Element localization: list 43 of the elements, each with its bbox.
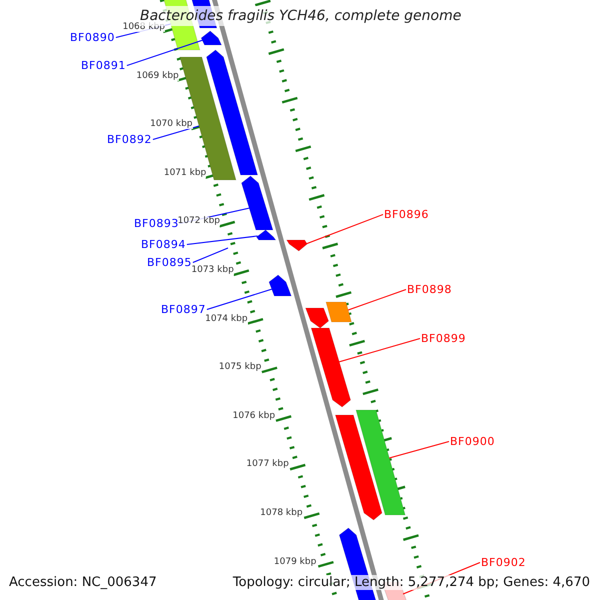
scale-label: 1071 kbp (164, 168, 206, 178)
leader-line (186, 236, 258, 245)
scale-label: 1072 kbp (178, 217, 220, 226)
gene-label: BF0896 (384, 209, 429, 220)
scale-label: 1076 kbp (232, 412, 276, 421)
genome-info-text: Topology: circular; Length: 5,277,274 bp; Genes: 4,670 (232, 575, 590, 590)
leader-line (192, 248, 228, 263)
gene-label: BF0893 (134, 218, 179, 229)
gene-label: BF0898 (407, 284, 452, 295)
leader-line (206, 288, 273, 310)
gene-bar (200, 30, 222, 46)
gene-bar (305, 308, 329, 328)
gene-bar (206, 50, 258, 176)
leader-line (348, 289, 406, 310)
scale-label: 1074 kbp (205, 314, 248, 324)
gene-label: BF0897 (161, 304, 206, 315)
leader-line (305, 214, 384, 244)
gene-label: BF0900 (450, 436, 495, 447)
gene-bar (268, 274, 292, 296)
gene-label: BF0899 (421, 333, 466, 344)
scale-label: 1069 kbp (136, 72, 179, 81)
gene-label: BF0890 (70, 32, 115, 43)
gene-bar (335, 414, 382, 520)
gene-bar (286, 240, 308, 252)
gene-label: BF0895 (147, 257, 192, 268)
scale-label: 1079 kbp (274, 558, 316, 567)
gene-bar (326, 302, 352, 322)
gene-label: BF0892 (107, 134, 152, 145)
leader-line (388, 441, 450, 458)
scale-label: 1077 kbp (246, 460, 289, 470)
leader-line (152, 126, 200, 140)
accession-text: Accession: NC_006347 (9, 575, 157, 590)
gene-label: BF0902 (481, 557, 526, 568)
gene-bar (356, 410, 406, 516)
gene-label: BF0894 (141, 239, 186, 250)
gene-label: BF0891 (81, 60, 126, 71)
gene-bar (310, 328, 351, 408)
scale-label: 1070 kbp (150, 120, 193, 130)
leader-line (338, 338, 420, 362)
scale-label: 1078 kbp (260, 509, 303, 518)
scale-label: 1073 kbp (191, 266, 234, 275)
scale-label: 1075 kbp (218, 363, 262, 372)
leader-line (126, 40, 204, 66)
